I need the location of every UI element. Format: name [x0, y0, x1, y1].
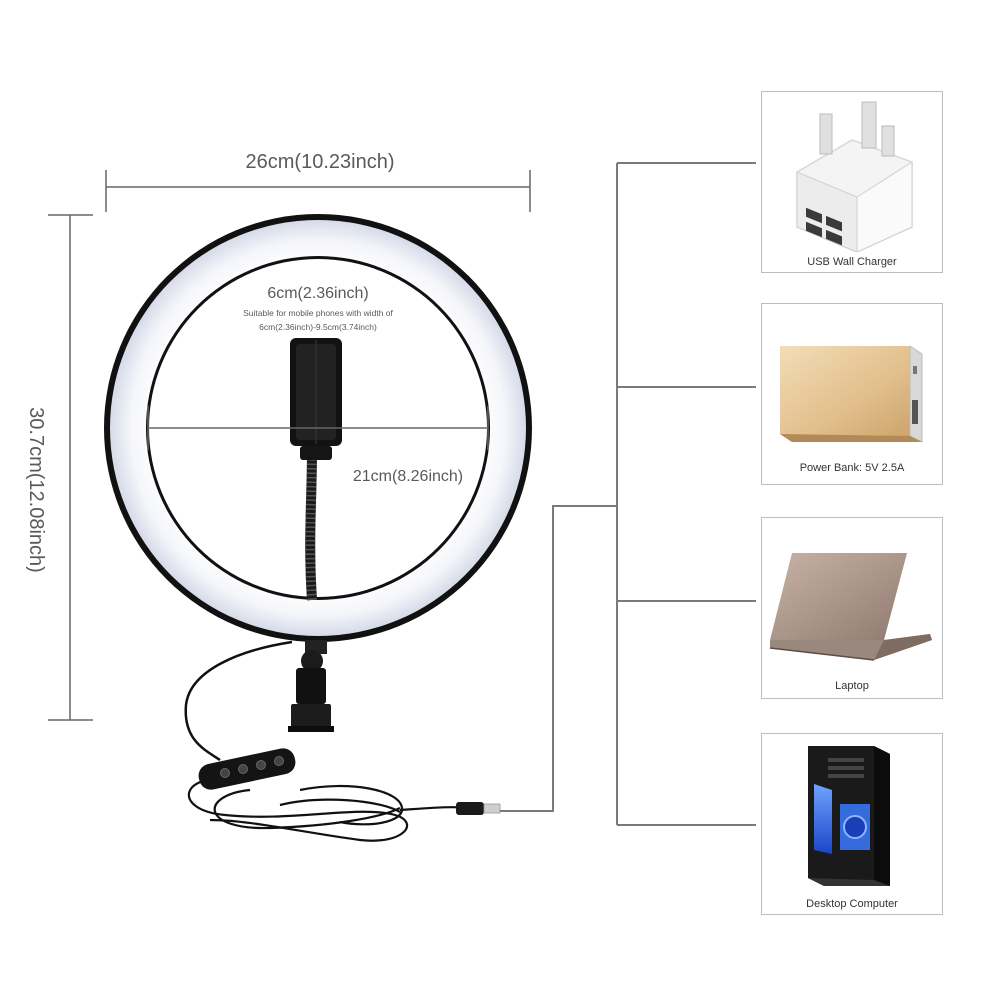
holder-note-line1: Suitable for mobile phones with width of [243, 308, 393, 318]
height-dimension: 30.7cm(12.08inch) [25, 214, 93, 721]
controller-remote-icon [198, 748, 296, 790]
power-bank-caption: Power Bank: 5V 2.5A [799, 462, 905, 474]
desktop-computer-icon [808, 746, 890, 886]
inner-diameter-dimension: 21cm(8.26inch) [147, 406, 489, 485]
width-label: 26cm(10.23inch) [246, 151, 395, 173]
inner-diameter-label: 21cm(8.26inch) [353, 468, 463, 485]
desktop-computer-caption: Desktop Computer [806, 898, 898, 910]
power-cable [184, 640, 293, 762]
power-bank-icon [780, 345, 923, 443]
holder-note-line2: 6cm(2.36inch)-9.5cm(3.74inch) [259, 322, 377, 332]
width-dimension: 26cm(10.23inch) [105, 151, 531, 212]
holder-width-label: 6cm(2.36inch) [267, 285, 368, 302]
height-label: 30.7cm(12.08inch) [25, 407, 47, 573]
power-source-card-desktop-computer: Desktop Computer [761, 733, 943, 915]
gooseneck [305, 449, 317, 601]
power-source-card-laptop: Laptop [761, 517, 943, 699]
ball-head-mount-icon [288, 640, 334, 732]
connector-tree [500, 162, 756, 826]
laptop-caption: Laptop [835, 680, 869, 692]
usb-plug-icon [456, 802, 501, 815]
power-source-card-power-bank: Power Bank: 5V 2.5A [761, 303, 943, 485]
usb-wall-charger-caption: USB Wall Charger [807, 256, 897, 268]
usb-wall-charger-icon [796, 101, 913, 252]
phone-clamp-icon [290, 338, 342, 460]
power-source-card-usb-wall-charger: USB Wall Charger [761, 91, 943, 273]
cable-coil [187, 777, 471, 842]
laptop-icon [769, 553, 932, 661]
